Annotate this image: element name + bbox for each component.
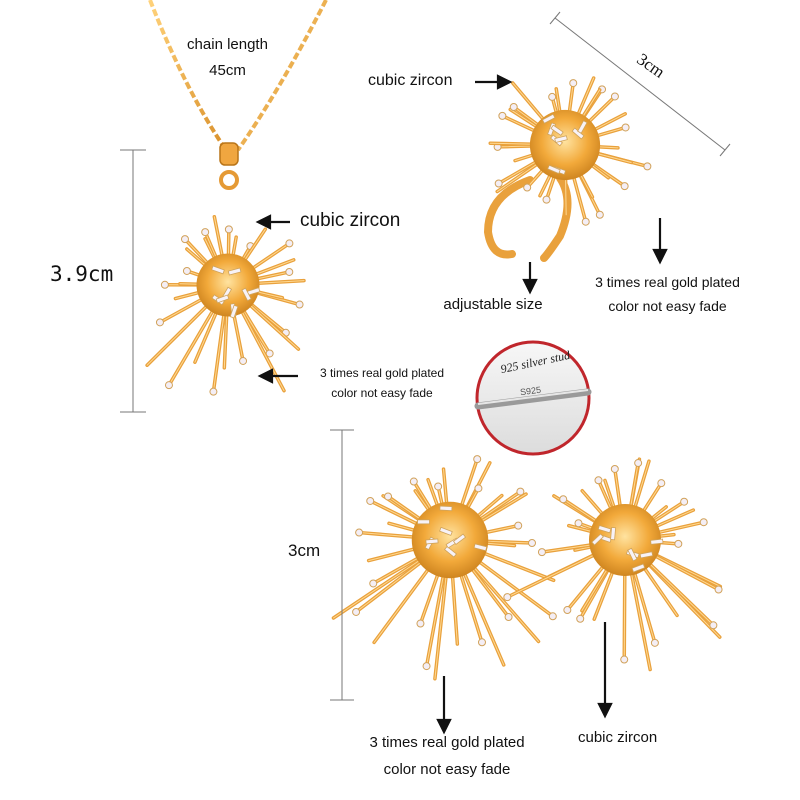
earring-right <box>503 457 723 672</box>
earring-plating-label-2: color not easy fade <box>383 761 511 778</box>
chain-length-label: chain length <box>187 36 268 53</box>
earring-plating-label: 3 times real gold plated <box>369 734 525 751</box>
ring-head <box>488 76 652 226</box>
necklace-plating-label-2: color not easy fade <box>331 386 433 400</box>
necklace-plating-label: 3 times real gold plated <box>319 366 445 380</box>
earring-height-label: 3cm <box>288 541 321 560</box>
necklace-bail <box>219 142 239 190</box>
dimension-lines <box>120 11 731 701</box>
silver-stud-inset <box>474 340 592 456</box>
ring-zircon-label: cubic zircon <box>368 72 453 89</box>
earring-zircon-label: cubic zircon <box>578 729 658 746</box>
ring-plating-label: 3 times real gold plated <box>595 274 740 290</box>
ring-adjustable-label: adjustable size <box>443 296 543 313</box>
necklace-pendant <box>145 215 306 396</box>
ring-plating-label-2: color not easy fade <box>608 298 727 314</box>
necklace-chain <box>148 0 328 152</box>
necklace-zircon-label: cubic zircon <box>300 210 401 231</box>
earring-left <box>331 455 557 681</box>
callout-arrows <box>255 74 668 735</box>
chain-length-value: 45cm <box>209 62 246 79</box>
necklace-height-label: 3.9cm <box>50 262 114 286</box>
